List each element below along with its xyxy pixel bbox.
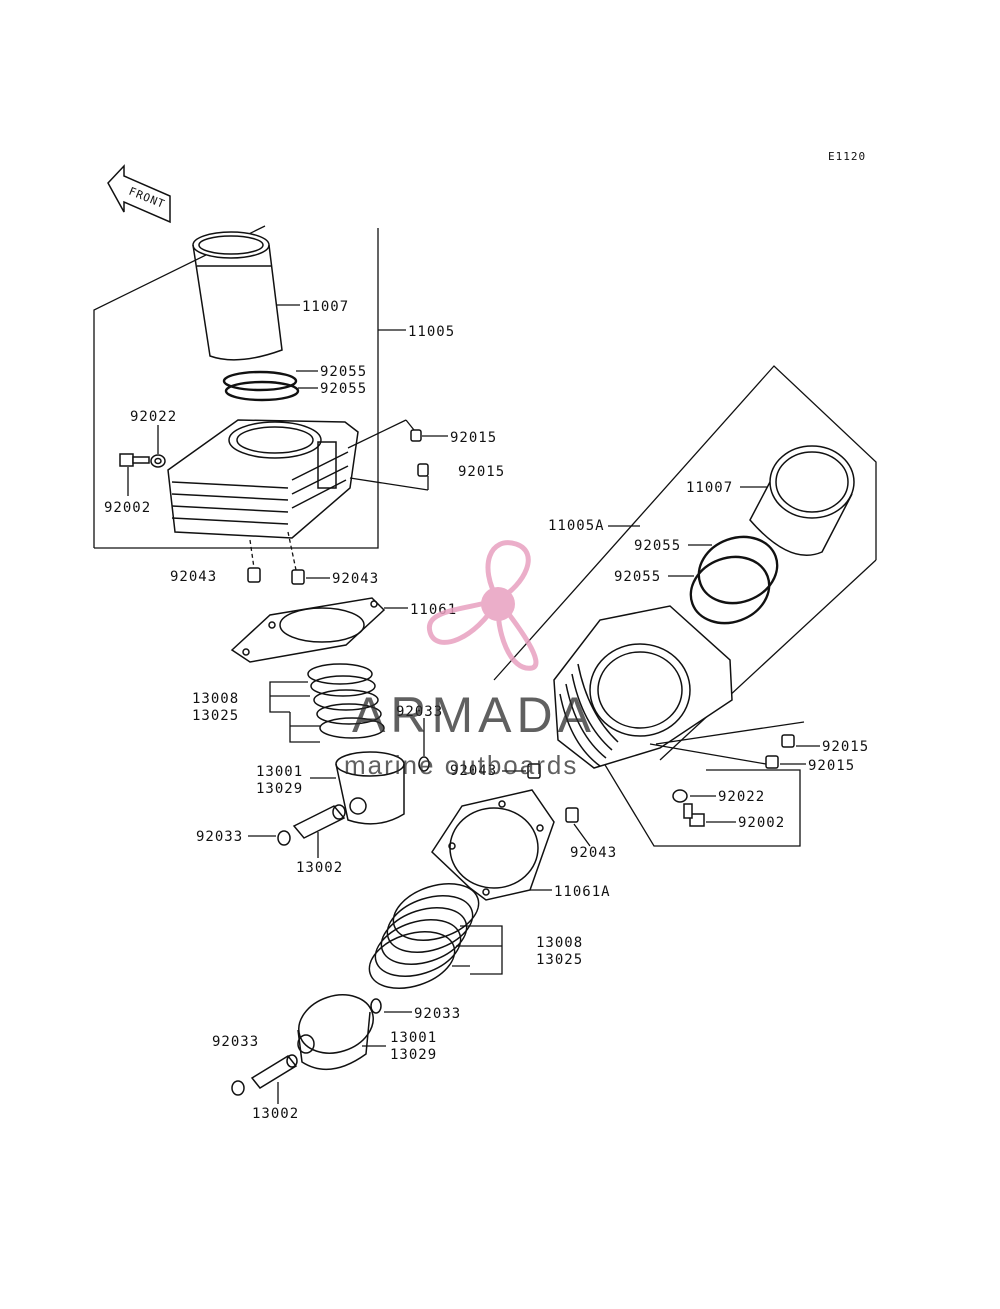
dowel-92043-rear-left bbox=[527, 763, 541, 779]
label-a-92043-right: 92043 bbox=[332, 571, 379, 587]
label-b-92033-right: 92033 bbox=[414, 1006, 461, 1022]
label-b-92055-1: 92055 bbox=[634, 538, 681, 554]
label-b-13001: 13001 bbox=[390, 1030, 437, 1046]
cylinder-block-rear bbox=[553, 605, 733, 769]
label-a-92015-2: 92015 bbox=[458, 464, 505, 480]
label-a-13029: 13029 bbox=[256, 781, 303, 797]
plug-92015-rear-upper bbox=[781, 734, 795, 748]
propeller-logo-icon bbox=[426, 540, 539, 671]
front-arrow-icon: FRONT bbox=[107, 164, 171, 224]
label-b-92022: 92022 bbox=[718, 789, 765, 805]
circlip-92033-left bbox=[277, 830, 291, 846]
circlip-92033-upper bbox=[418, 756, 430, 772]
label-a-92043-left: 92043 bbox=[170, 569, 217, 585]
label-a-92055-2: 92055 bbox=[320, 381, 367, 397]
gasket-11061 bbox=[230, 597, 386, 663]
label-b-92015-1: 92015 bbox=[822, 739, 869, 755]
bolt-92002-rear bbox=[683, 803, 705, 827]
lower-assembly: 11005A 11007 92055 92055 bbox=[212, 365, 877, 1122]
diagram-code: E1120 bbox=[828, 150, 866, 163]
cylinder-liner-11007 bbox=[192, 231, 283, 361]
label-a-92055-1: 92055 bbox=[320, 364, 367, 380]
washer-92022 bbox=[150, 454, 166, 468]
label-a-13002: 13002 bbox=[296, 860, 343, 876]
label-b-13008: 13008 bbox=[536, 935, 583, 951]
dowel-92043-rear-right bbox=[565, 807, 579, 823]
label-b-11007: 11007 bbox=[686, 480, 733, 496]
cylinder-liner-11007-rear bbox=[749, 445, 855, 556]
group-frame-11005-side bbox=[94, 228, 379, 549]
plug-92015-lower bbox=[417, 463, 429, 477]
label-b-13025: 13025 bbox=[536, 952, 583, 968]
piston-pin-13002 bbox=[292, 804, 346, 839]
label-a-92002: 92002 bbox=[104, 500, 151, 516]
piston-pin-13002-rear bbox=[250, 1054, 298, 1089]
label-a-92033-left: 92033 bbox=[196, 829, 243, 845]
watermark: ARMADA marine outboards bbox=[344, 540, 596, 780]
plug-92015-rear-lower bbox=[765, 755, 779, 769]
label-b-92015-2: 92015 bbox=[808, 758, 855, 774]
cylinder-block bbox=[167, 419, 359, 539]
label-a-11007: 11007 bbox=[302, 299, 349, 315]
upper-assembly: 11005 11007 92055 92055 bbox=[93, 225, 505, 876]
piston-13001 bbox=[335, 751, 405, 825]
label-a-92022: 92022 bbox=[130, 409, 177, 425]
label-a-13025: 13025 bbox=[192, 708, 239, 724]
label-b-13002: 13002 bbox=[252, 1106, 299, 1122]
o-rings-92055-rear bbox=[689, 535, 779, 625]
label-a-92033-top: 92033 bbox=[396, 704, 443, 720]
plug-92015-upper bbox=[410, 429, 422, 442]
circlip-92033-rear-left bbox=[231, 1080, 245, 1096]
label-b-92043-right: 92043 bbox=[570, 845, 617, 861]
piston-rings-13008-rear bbox=[368, 883, 480, 989]
label-a-13001: 13001 bbox=[256, 764, 303, 780]
circlip-92033-rear-right bbox=[370, 998, 382, 1014]
label-a-92015-1: 92015 bbox=[450, 430, 497, 446]
group-frame-11005A bbox=[493, 365, 877, 681]
label-b-92033-left: 92033 bbox=[212, 1034, 259, 1050]
watermark-brand: ARMADA bbox=[352, 687, 596, 743]
label-b-13029: 13029 bbox=[390, 1047, 437, 1063]
label-a-13008: 13008 bbox=[192, 691, 239, 707]
label-b-11061A: 11061A bbox=[554, 884, 611, 900]
bolt-92002 bbox=[119, 453, 150, 467]
watermark-tagline: marine outboards bbox=[344, 750, 578, 780]
o-rings-92055 bbox=[222, 370, 300, 402]
dowel-92043-right bbox=[291, 569, 305, 585]
dowel-92043-left bbox=[247, 567, 261, 583]
label-b-92002: 92002 bbox=[738, 815, 785, 831]
piston-rings-13008 bbox=[307, 663, 385, 739]
label-11005: 11005 bbox=[408, 324, 455, 340]
label-b-11005A: 11005A bbox=[548, 518, 605, 534]
label-b-92055-2: 92055 bbox=[614, 569, 661, 585]
washer-92022-rear bbox=[672, 789, 688, 803]
piston-13001-rear bbox=[297, 994, 374, 1071]
label-b-92043-left: 92043 bbox=[450, 763, 497, 779]
